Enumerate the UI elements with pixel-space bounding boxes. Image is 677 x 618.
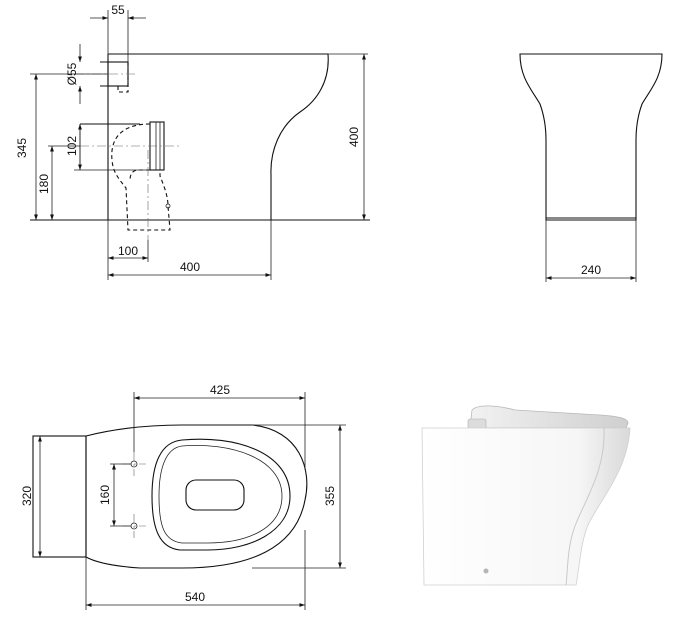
dim-outlet-center-label: 180 bbox=[37, 174, 51, 194]
dim-height-right-label: 400 bbox=[347, 127, 361, 147]
dim-height-right: 400 bbox=[328, 53, 368, 220]
product-render bbox=[421, 405, 631, 586]
dim-front-width: 240 bbox=[545, 220, 637, 282]
dim-outlet-center: 180 bbox=[37, 145, 80, 220]
dim-total-length-label: 540 bbox=[185, 590, 205, 604]
dim-fixing-spacing-label: 160 bbox=[98, 485, 112, 505]
dim-top-view-width-label: 425 bbox=[210, 383, 230, 397]
dim-total-height-left: 345 bbox=[15, 73, 108, 220]
dim-outlet-height: 102 bbox=[65, 124, 150, 171]
dim-depth: 400 bbox=[108, 220, 272, 280]
dim-cistern-width: 320 bbox=[20, 436, 42, 557]
dim-bowl-width-label: 355 bbox=[323, 486, 337, 506]
dim-fixing-spacing: 160 bbox=[98, 463, 131, 527]
dim-bowl-width: 355 bbox=[252, 424, 346, 569]
dim-depth-label: 400 bbox=[180, 260, 200, 274]
side-view: 55 Ø55 102 345 180 bbox=[15, 3, 370, 280]
top-view: 425 320 160 355 540 bbox=[20, 383, 346, 610]
dim-outlet-offset: 100 bbox=[107, 220, 149, 280]
dim-top-width-label: 55 bbox=[111, 3, 125, 17]
dim-outlet-offset-label: 100 bbox=[118, 244, 138, 258]
dim-total-length: 540 bbox=[85, 530, 306, 610]
dim-total-height-left-label: 345 bbox=[15, 138, 29, 158]
dim-cistern-width-label: 320 bbox=[20, 486, 34, 506]
dim-front-width-label: 240 bbox=[581, 263, 601, 277]
dim-top-view-width: 425 bbox=[133, 383, 306, 470]
front-view: 240 bbox=[519, 53, 663, 282]
dim-top-width: 55 bbox=[90, 3, 146, 62]
